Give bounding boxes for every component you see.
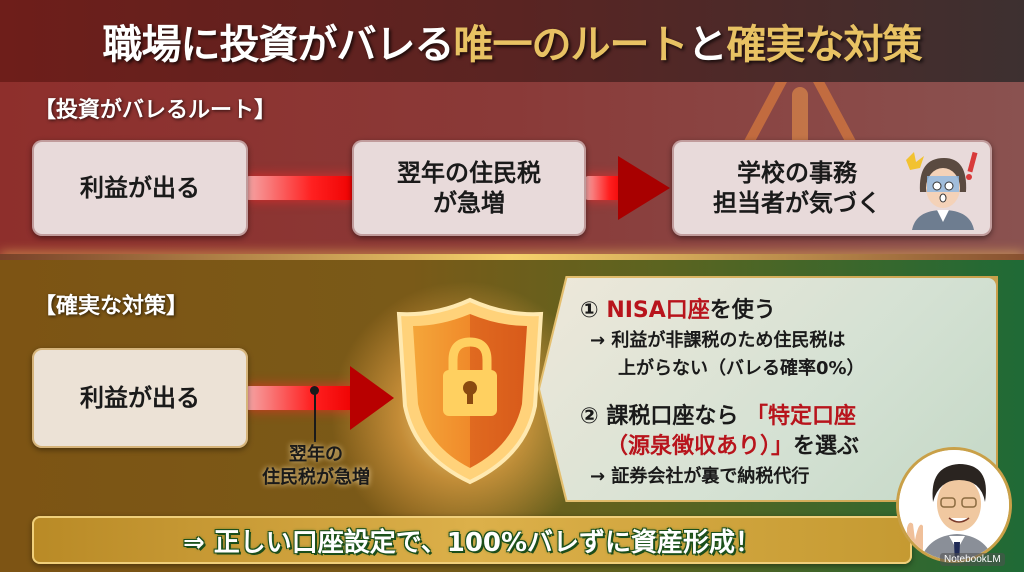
measure-2-highlight-1: 「特定口座 — [746, 404, 857, 429]
route-step-2-line2: が急増 — [433, 189, 505, 217]
presenter-avatar-icon — [899, 450, 1009, 560]
route-step-3-line1: 学校の事務 — [737, 159, 857, 187]
header: 職場に投資がバレる唯一のルートと確実な対策 — [0, 0, 1024, 82]
blocked-note: 翌年の 住民税が急増 — [236, 444, 396, 489]
page-title: 職場に投資がバレる唯一のルートと確実な対策 — [102, 12, 923, 70]
measure-2-detail: → 証券会社が裏で納税代行 — [590, 466, 810, 487]
route-connector-1 — [246, 176, 356, 200]
measure-1-num: ① — [580, 298, 599, 323]
title-part-1: 職場に投資がバレる — [102, 22, 455, 68]
measure-2-heading: ② 課税口座なら 「特定口座 — [580, 398, 856, 430]
title-part-3: と — [687, 22, 728, 68]
arrow-right-icon — [350, 366, 394, 430]
measure-2-text: 課税口座なら — [606, 404, 739, 429]
route-step-2-line1: 翌年の住民税 — [397, 159, 541, 187]
blocked-note-line1: 翌年の — [289, 444, 343, 465]
conclusion-text: ⇒ 正しい口座設定で、100%バレずに資産形成！ — [182, 527, 762, 558]
route-label: 【投資がバレるルート】 — [34, 98, 277, 123]
callout-line — [314, 390, 316, 442]
route-step-profit-text: 利益が出る — [80, 174, 200, 202]
callout-dot — [310, 386, 319, 395]
blocked-note-line2: 住民税が急増 — [262, 466, 370, 488]
measure-2-highlight-2: （源泉徴収あり）」 — [606, 434, 794, 459]
route-step-profit: 利益が出る — [32, 140, 248, 236]
measures-label: 【確実な対策】 — [34, 294, 189, 319]
surprised-office-worker-icon — [906, 151, 978, 230]
route-step-tax-increase: 翌年の住民税 が急増 — [352, 140, 586, 236]
shield-lock-icon — [396, 297, 544, 485]
route-section: 【投資がバレるルート】 利益が出る 翌年の住民税 が急増 学校の事務 担当者が気… — [0, 82, 1024, 254]
avatar — [896, 447, 1012, 563]
measure-2-num: ② — [580, 404, 599, 429]
notebooklm-watermark: NotebookLM — [940, 553, 1005, 566]
measure-2-heading-cont: （源泉徴収あり）」を選ぶ — [606, 428, 859, 460]
measure-2-text-2: を選ぶ — [793, 434, 860, 459]
measure-1-text: を使う — [709, 298, 776, 323]
measure-1-detail-1: → 利益が非課税のため住民税は — [590, 330, 846, 351]
section-divider — [0, 254, 1024, 260]
title-part-4: 確実な対策 — [726, 22, 923, 68]
route-step-noticed: 学校の事務 担当者が気づく — [672, 140, 992, 236]
title-part-2: 唯一のルート — [453, 22, 689, 68]
measure-1-heading: ① NISA口座を使う — [580, 292, 776, 324]
measure-1-detail-2: 上がらない（バレる確率0%） — [618, 358, 865, 379]
measures-connector — [246, 386, 356, 410]
conclusion-banner: ⇒ 正しい口座設定で、100%バレずに資産形成！ — [32, 516, 912, 564]
measures-step-profit: 利益が出る — [32, 348, 248, 448]
arrow-right-icon — [618, 156, 670, 220]
measure-1-highlight: NISA口座 — [606, 298, 710, 323]
measures-step-profit-text: 利益が出る — [80, 384, 200, 412]
route-step-3-line2: 担当者が気づく — [713, 189, 881, 217]
